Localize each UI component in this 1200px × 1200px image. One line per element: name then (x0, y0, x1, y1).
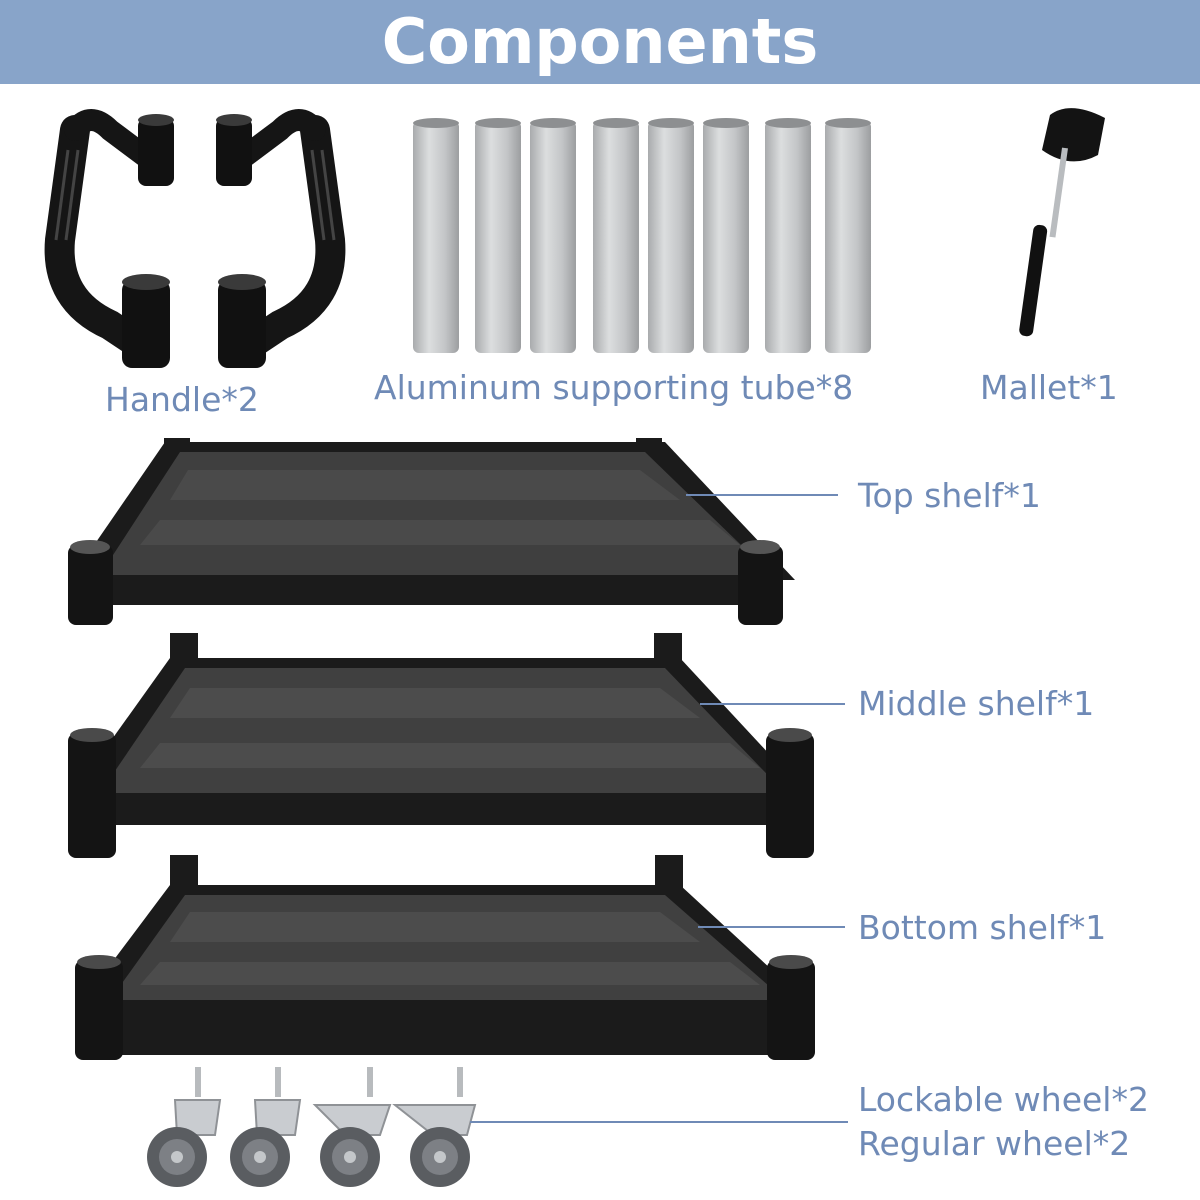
mallet-label: Mallet*1 (980, 368, 1118, 407)
tubes-image (413, 118, 871, 353)
lockable-wheel-1 (147, 1067, 222, 1187)
tube-3 (530, 118, 576, 353)
left-handle (44, 109, 174, 368)
bottom-shelf-leader (698, 926, 845, 928)
tube-5 (648, 118, 694, 353)
regular-wheel-2 (392, 1067, 477, 1187)
lockable-wheel-2 (230, 1067, 302, 1187)
wheels-leader (470, 1121, 848, 1123)
tube-label: Aluminum supporting tube*8 (374, 368, 854, 407)
middle-shelf-label: Middle shelf*1 (858, 684, 1095, 723)
tube-2 (475, 118, 521, 353)
wheels-image (147, 1067, 477, 1187)
bottom-shelf-label: Bottom shelf*1 (858, 908, 1107, 947)
middle-shelf-image (68, 633, 814, 858)
tube-4 (593, 118, 639, 353)
page-title: Components (381, 5, 819, 78)
right-handle (216, 109, 346, 368)
title-banner (0, 0, 1200, 84)
bottom-shelf-image (75, 855, 815, 1060)
tube-8 (825, 118, 871, 353)
middle-shelf-leader (700, 703, 845, 705)
tube-7 (765, 118, 811, 353)
handle-image (44, 109, 346, 368)
mallet-image (1019, 108, 1105, 337)
top-shelf-image (68, 438, 795, 625)
lockable-wheel-label: Lockable wheel*2 (858, 1080, 1149, 1119)
top-shelf-leader (686, 494, 838, 496)
regular-wheel-1 (312, 1067, 392, 1187)
handle-label: Handle*2 (105, 380, 259, 419)
top-shelf-label: Top shelf*1 (858, 476, 1041, 515)
tube-6 (703, 118, 749, 353)
regular-wheel-label: Regular wheel*2 (858, 1124, 1131, 1163)
tube-1 (413, 118, 459, 353)
